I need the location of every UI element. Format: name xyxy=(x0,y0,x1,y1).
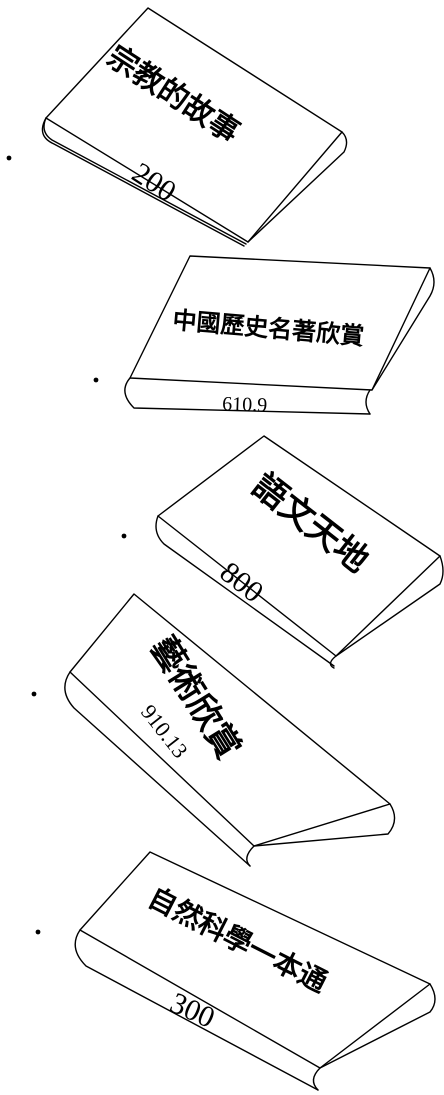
book-item[interactable]: 中國歷史名著欣賞 610.9 xyxy=(93,255,435,417)
book-spine xyxy=(155,515,444,667)
book-code: 610.9 xyxy=(222,393,268,417)
book-spine xyxy=(64,671,396,867)
book-spine-curve xyxy=(365,389,371,415)
book-item[interactable]: 語文天地 800 xyxy=(121,435,444,669)
book-cover xyxy=(157,435,441,657)
book-spine xyxy=(124,267,435,415)
list-bullet xyxy=(35,929,41,935)
list-bullet xyxy=(93,377,99,383)
book-spine-curve xyxy=(312,1067,321,1091)
list-bullet xyxy=(6,155,12,161)
book-item[interactable]: 自然科學一本通 300 xyxy=(35,851,436,1091)
book-spine-curve xyxy=(41,117,245,247)
list-bullet xyxy=(31,691,37,697)
book-spine-curve xyxy=(329,655,337,669)
list-bullet xyxy=(121,533,127,539)
book-spine xyxy=(74,929,436,1091)
book-item[interactable]: 宗教的故事 200 xyxy=(6,7,348,247)
book-spine-curve xyxy=(246,845,255,867)
